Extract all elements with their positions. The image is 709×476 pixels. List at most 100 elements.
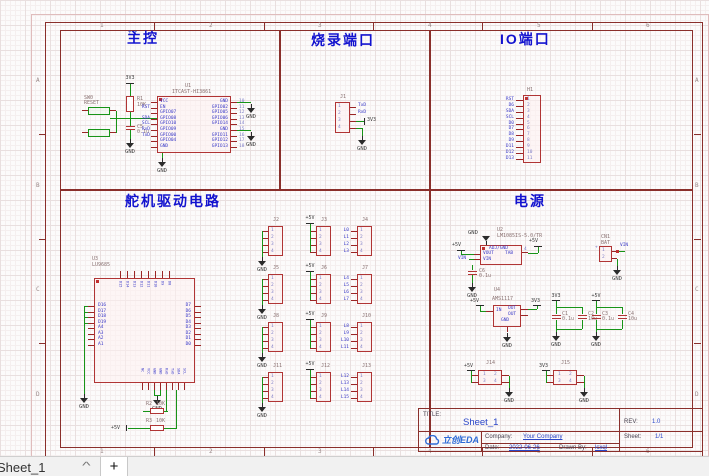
component-U2[interactable] [480,245,522,265]
net-label[interactable]: SCL [505,115,514,120]
net-label[interactable]: L8 [343,324,349,329]
switch-SW0[interactable] [88,107,110,115]
net-label[interactable]: L1 [343,235,349,240]
wire[interactable] [310,224,311,252]
connector-J6[interactable] [316,274,331,304]
wire[interactable] [480,306,481,311]
resistor-R2[interactable] [150,408,164,414]
component-U1[interactable] [157,96,231,153]
wire[interactable] [84,306,88,307]
switch-SW0[interactable] [88,129,110,137]
wire[interactable] [84,306,85,394]
wire[interactable] [584,376,585,388]
net-label[interactable]: L4 [343,276,349,281]
sheet-title-value[interactable]: Sheet_1 [463,417,499,428]
connector-J1[interactable] [335,102,350,133]
wire[interactable] [556,329,557,332]
capacitor-C6[interactable] [468,274,477,275]
wire[interactable] [546,371,547,383]
section-title-main-control[interactable]: 主控 [127,30,159,46]
section-title-io-port[interactable]: IO端口 [500,31,551,47]
wire[interactable] [596,329,597,332]
connector-J13[interactable] [357,372,372,402]
net-label[interactable]: VIN [620,243,629,248]
wire[interactable] [128,428,150,429]
wire[interactable] [596,320,597,329]
sheet-tab[interactable]: Sheet_1 [0,460,46,475]
net-label[interactable]: SDA [505,109,514,114]
add-sheet-button[interactable]: + [101,457,128,476]
connector-J9[interactable] [316,322,331,352]
net-label[interactable]: L15 [340,395,349,400]
net-label[interactable]: D11 [505,144,514,149]
capacitor-C2[interactable] [578,318,587,319]
connector-J10[interactable] [357,322,372,352]
connector-J14[interactable] [478,370,502,385]
wire[interactable] [160,390,161,395]
wire[interactable] [143,411,150,412]
wire[interactable] [262,279,263,305]
wire[interactable] [166,390,167,411]
sheet-value[interactable]: 1/1 [655,434,664,440]
wire[interactable] [130,84,131,96]
wire[interactable] [617,251,625,252]
rev-value[interactable]: 1.0 [652,419,661,425]
capacitor-C4[interactable] [618,315,627,316]
capacitor-C2[interactable] [578,315,587,316]
section-title-power[interactable]: 电源 [514,193,546,209]
wire[interactable] [162,153,163,158]
net-label[interactable]: D9 [508,138,514,143]
net-label[interactable]: L12 [340,374,349,379]
net-label[interactable]: RST [505,97,514,102]
connector-J15[interactable] [553,370,577,385]
resistor-R1[interactable] [126,96,134,112]
wire[interactable] [461,254,474,255]
capacitor-C1[interactable] [552,318,561,319]
capacitor-C1[interactable] [552,315,561,316]
wire[interactable] [356,128,362,129]
date-value[interactable]: 2022-06-26 [509,445,540,451]
net-label[interactable]: L10 [340,338,349,343]
connector-J5[interactable] [268,274,283,304]
wire[interactable] [622,307,623,314]
net-label[interactable]: L3 [343,249,349,254]
wire[interactable] [154,390,155,395]
wire[interactable] [310,370,311,398]
net-label[interactable]: L2 [343,242,349,247]
wire[interactable] [362,128,363,136]
net-label[interactable]: L0 [343,228,349,233]
connector-H1[interactable] [523,95,541,163]
net-label[interactable]: L7 [343,297,349,302]
wire[interactable] [262,327,263,353]
connector-J4[interactable] [357,226,372,256]
net-label[interactable]: SCL [141,121,150,126]
connector-J12[interactable] [316,372,331,402]
component-U4[interactable] [493,305,521,327]
wire[interactable] [582,320,583,329]
wire[interactable] [622,320,623,329]
capacitor-C6[interactable] [468,271,477,272]
wire[interactable] [84,323,88,324]
wire[interactable] [84,312,88,313]
wire[interactable] [461,251,462,255]
net-label[interactable]: D6 [508,103,514,108]
wire[interactable] [538,247,539,253]
connector-J11[interactable] [268,372,283,402]
wire[interactable] [556,301,557,307]
net-label[interactable]: TxD [141,133,150,138]
capacitor-C5[interactable] [126,129,135,130]
drawn-by-value[interactable]: lcxql [595,445,608,451]
wire[interactable] [310,320,311,348]
wire[interactable] [262,231,263,257]
wire[interactable] [556,320,557,329]
capacitor-C5[interactable] [126,126,135,127]
wire[interactable] [154,395,161,396]
collapse-sheets-icon[interactable]: ^ [82,461,91,472]
net-label[interactable]: L13 [340,381,349,386]
wire[interactable] [130,130,131,139]
wire[interactable] [596,307,622,308]
section-title-servo[interactable]: 舵机驱动电路 [125,193,221,209]
connector-J2[interactable] [268,226,283,256]
capacitor-C4[interactable] [618,318,627,319]
